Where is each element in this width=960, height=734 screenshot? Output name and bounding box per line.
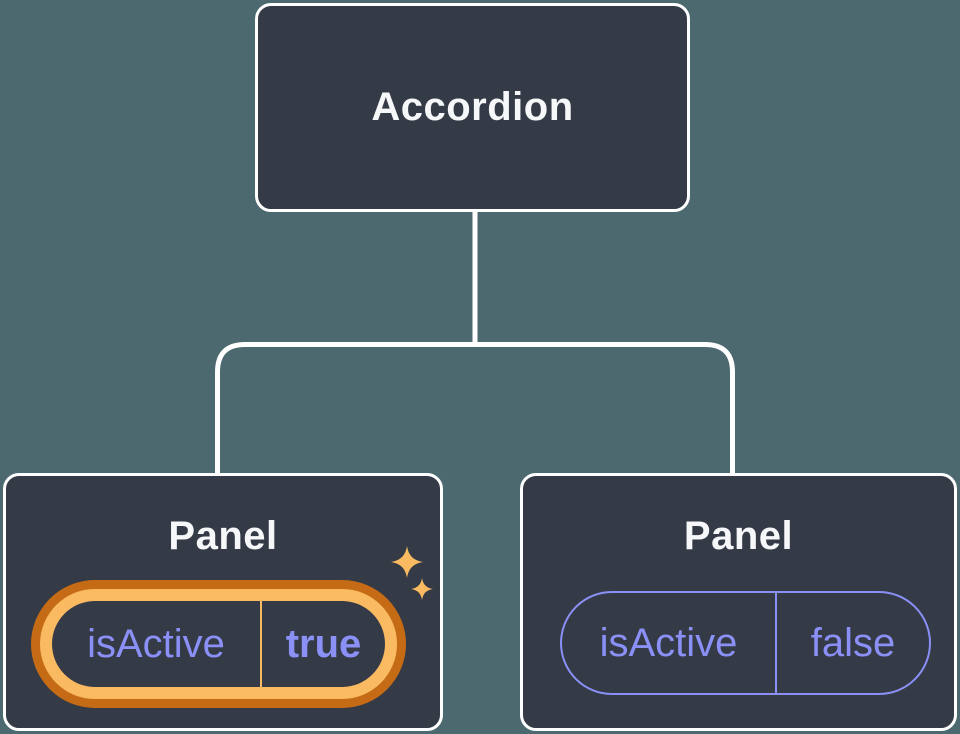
node-label-panel-active-wrap: Panel xyxy=(6,512,440,560)
component-node-panel-active: Panel isActive true xyxy=(3,473,443,731)
state-pill-active: isActive true xyxy=(52,601,385,687)
state-value: false xyxy=(810,620,896,665)
node-label-panel-inactive: Panel xyxy=(683,513,794,558)
state-key: isActive xyxy=(87,621,225,666)
node-label-accordion: Accordion xyxy=(371,85,574,129)
state-pill-highlight-ring-inner: isActive true xyxy=(40,589,397,699)
state-pill-highlight-ring: isActive true xyxy=(31,580,406,708)
pill-divider xyxy=(775,593,777,693)
node-label-panel-inactive-wrap: Panel xyxy=(523,512,954,560)
state-key: isActive xyxy=(599,620,738,665)
component-node-accordion: Accordion xyxy=(255,3,690,212)
connector-branch xyxy=(215,342,735,474)
node-label-panel-active: Panel xyxy=(168,513,278,558)
component-node-panel-inactive: Panel isActive false xyxy=(520,473,957,731)
state-value: true xyxy=(285,621,362,666)
state-pill-inactive: isActive false xyxy=(560,591,931,695)
pill-divider xyxy=(260,601,262,687)
